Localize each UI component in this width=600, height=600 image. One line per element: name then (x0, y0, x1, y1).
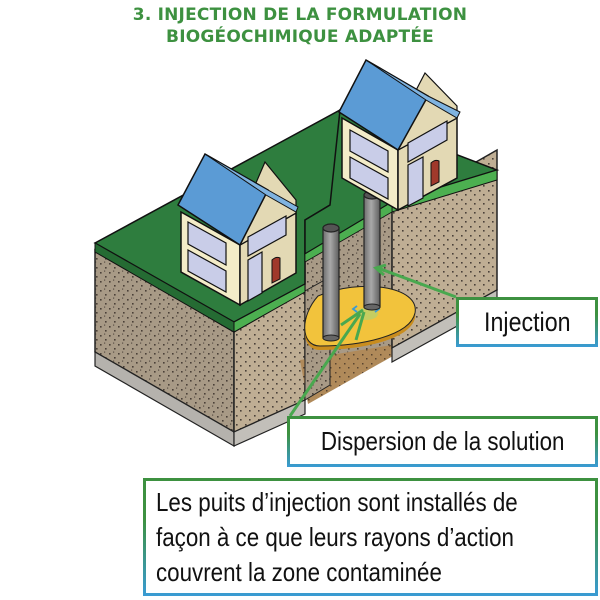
title-line-1: 3. INJECTION DE LA FORMULATION (132, 5, 468, 25)
note-line-2: façon à ce que leurs rayons d’action (156, 521, 514, 552)
injection-well-right (363, 190, 381, 311)
explanation-note: Les puits d’injection sont installés de … (143, 478, 598, 596)
house-left (177, 152, 299, 307)
injection-arrowhead-icon (372, 263, 387, 277)
diagram-title: 3. INJECTION DE LA FORMULATION BIOGÉOCHI… (0, 4, 600, 48)
label-dispersion-text: Dispersion de la solution (320, 426, 565, 456)
note-line-3: couvrent la zone contaminée (156, 556, 442, 587)
label-injection: Injection (456, 297, 598, 347)
pointer-lines (288, 263, 457, 417)
dispersion-pointer (288, 313, 362, 417)
injection-pointer (377, 266, 457, 299)
title-line-2: BIOGÉOCHIMIQUE ADAPTÉE (166, 27, 434, 47)
label-injection-text: Injection (483, 306, 571, 337)
note-line-1: Les puits d’injection sont installés de (156, 486, 518, 517)
injection-well-left (322, 223, 340, 342)
house-right (338, 58, 461, 212)
label-dispersion: Dispersion de la solution (287, 416, 598, 467)
